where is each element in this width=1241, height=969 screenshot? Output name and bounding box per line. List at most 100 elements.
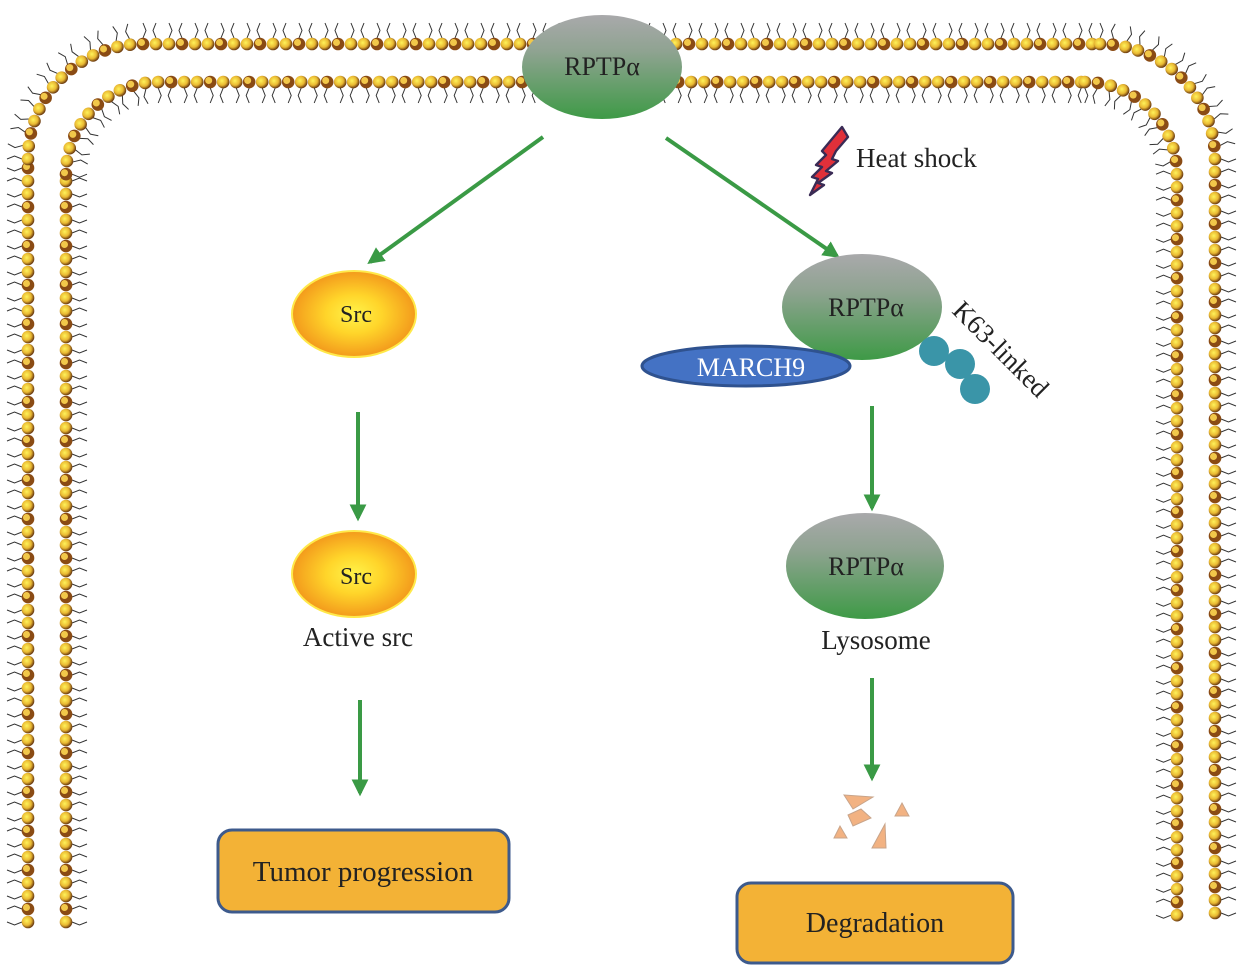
lipid-head-highlight <box>92 99 100 107</box>
lipid-head-highlight <box>1107 39 1115 47</box>
lipid-tail <box>1155 914 1172 919</box>
lipid-head-highlight <box>1172 273 1179 281</box>
lipid-tail <box>999 87 1004 104</box>
lipid-tail <box>906 22 911 39</box>
lipid-tail <box>71 635 88 640</box>
lipid-head-highlight <box>1172 663 1179 671</box>
lipid-head-highlight <box>127 80 135 88</box>
lipid-head-highlight <box>23 202 30 209</box>
lipid-tail <box>1155 446 1172 451</box>
lipid-head <box>33 102 46 116</box>
lipid-head <box>60 154 74 168</box>
lipid-tail <box>1220 454 1237 459</box>
lipid-head-highlight <box>985 77 993 84</box>
rptp-membrane-label: RPTPα <box>564 52 640 81</box>
lipid-head <box>21 603 35 617</box>
lipid-tail <box>1220 860 1237 865</box>
lipid-tail <box>1113 95 1121 110</box>
lipid-head <box>1208 906 1222 920</box>
active-src-label: Src <box>340 564 372 590</box>
lipid-head <box>21 174 35 188</box>
lipid-tail <box>1155 394 1172 399</box>
lipid-tail <box>72 159 88 165</box>
lipid-head-highlight <box>66 64 74 72</box>
lipid-tail <box>1155 352 1172 357</box>
lipid-tail <box>921 87 926 104</box>
lipid-tail <box>687 87 692 104</box>
lipid-tail <box>6 775 23 780</box>
lipid-tail <box>479 87 484 104</box>
lipid-tail <box>71 297 88 302</box>
lipid-tail <box>402 22 407 39</box>
lipid-head <box>1208 438 1222 452</box>
lipid-head <box>1208 399 1222 413</box>
lipid-head <box>21 616 35 630</box>
lipid-tail <box>1155 628 1172 633</box>
lipid-head <box>21 369 35 383</box>
lipid-head <box>59 655 73 669</box>
lipid-tail <box>776 22 781 39</box>
lipid-head-highlight <box>1172 702 1179 710</box>
lipid-tail <box>791 87 796 104</box>
lipid-head-highlight <box>100 45 108 53</box>
lipid-tail <box>1194 73 1207 85</box>
lipid-head <box>1170 908 1184 922</box>
lipid-tail <box>6 505 23 510</box>
lipid-head <box>59 382 73 396</box>
lipid-tail <box>313 87 318 104</box>
lipid-tail <box>71 255 88 260</box>
lipid-head <box>21 850 35 864</box>
lipid-head-highlight <box>61 202 68 209</box>
lipid-tail <box>1144 127 1158 136</box>
lipid-tail <box>948 22 953 39</box>
tumor-box-rect <box>216 828 511 914</box>
lipid-tail <box>1099 22 1104 39</box>
lipid-tail <box>765 87 770 104</box>
lipid-head <box>775 75 789 89</box>
lipid-tail <box>71 349 88 354</box>
lipid-head <box>357 37 371 51</box>
lipid-head <box>931 75 945 89</box>
lipid-tail <box>1217 128 1233 134</box>
lipid-tail <box>755 87 760 104</box>
lipid-head-highlight <box>1172 234 1179 242</box>
lipid-tail <box>1220 184 1237 189</box>
lipid-tail <box>1051 87 1056 104</box>
lipid-tail <box>6 609 23 614</box>
rptp-membrane-node: RPTPα <box>522 15 682 119</box>
lipid-tail <box>71 723 88 728</box>
lipid-head <box>1170 518 1184 532</box>
lipid-head-highlight <box>61 514 68 521</box>
lipid-tail <box>1110 23 1116 39</box>
lipid-head <box>59 538 73 552</box>
lipid-head <box>762 75 776 89</box>
lipid-tail <box>1220 392 1237 397</box>
lipid-tail <box>401 87 406 104</box>
lipid-tail <box>6 541 23 546</box>
lipid-tail <box>193 87 198 104</box>
ubiquitin-bead <box>945 349 975 379</box>
lipid-head-highlight <box>1129 91 1137 99</box>
lipid-tail <box>1220 896 1237 901</box>
lipid-head-highlight <box>23 514 30 521</box>
lipid-tail <box>36 73 49 84</box>
lipid-head-highlight <box>907 77 915 84</box>
lipid-tail <box>204 22 209 39</box>
lipid-tail <box>230 22 235 39</box>
lipid-tail <box>125 23 130 39</box>
lipid-head <box>500 37 514 51</box>
lipid-head <box>892 75 906 89</box>
lipid-head-highlight <box>1144 50 1152 58</box>
lipid-head <box>21 152 35 166</box>
lipid-tail <box>6 583 23 588</box>
lipid-head-highlight <box>61 787 68 794</box>
lipid-head <box>1046 37 1060 51</box>
lipid-head-highlight <box>946 77 954 84</box>
lipid-tail <box>6 167 23 172</box>
lipid-head <box>1170 336 1184 350</box>
lipid-tail <box>1220 548 1237 553</box>
lipid-head <box>1208 321 1222 335</box>
lipid-tail <box>1220 262 1237 267</box>
tumor-progression-box: Tumor progression <box>216 828 511 914</box>
